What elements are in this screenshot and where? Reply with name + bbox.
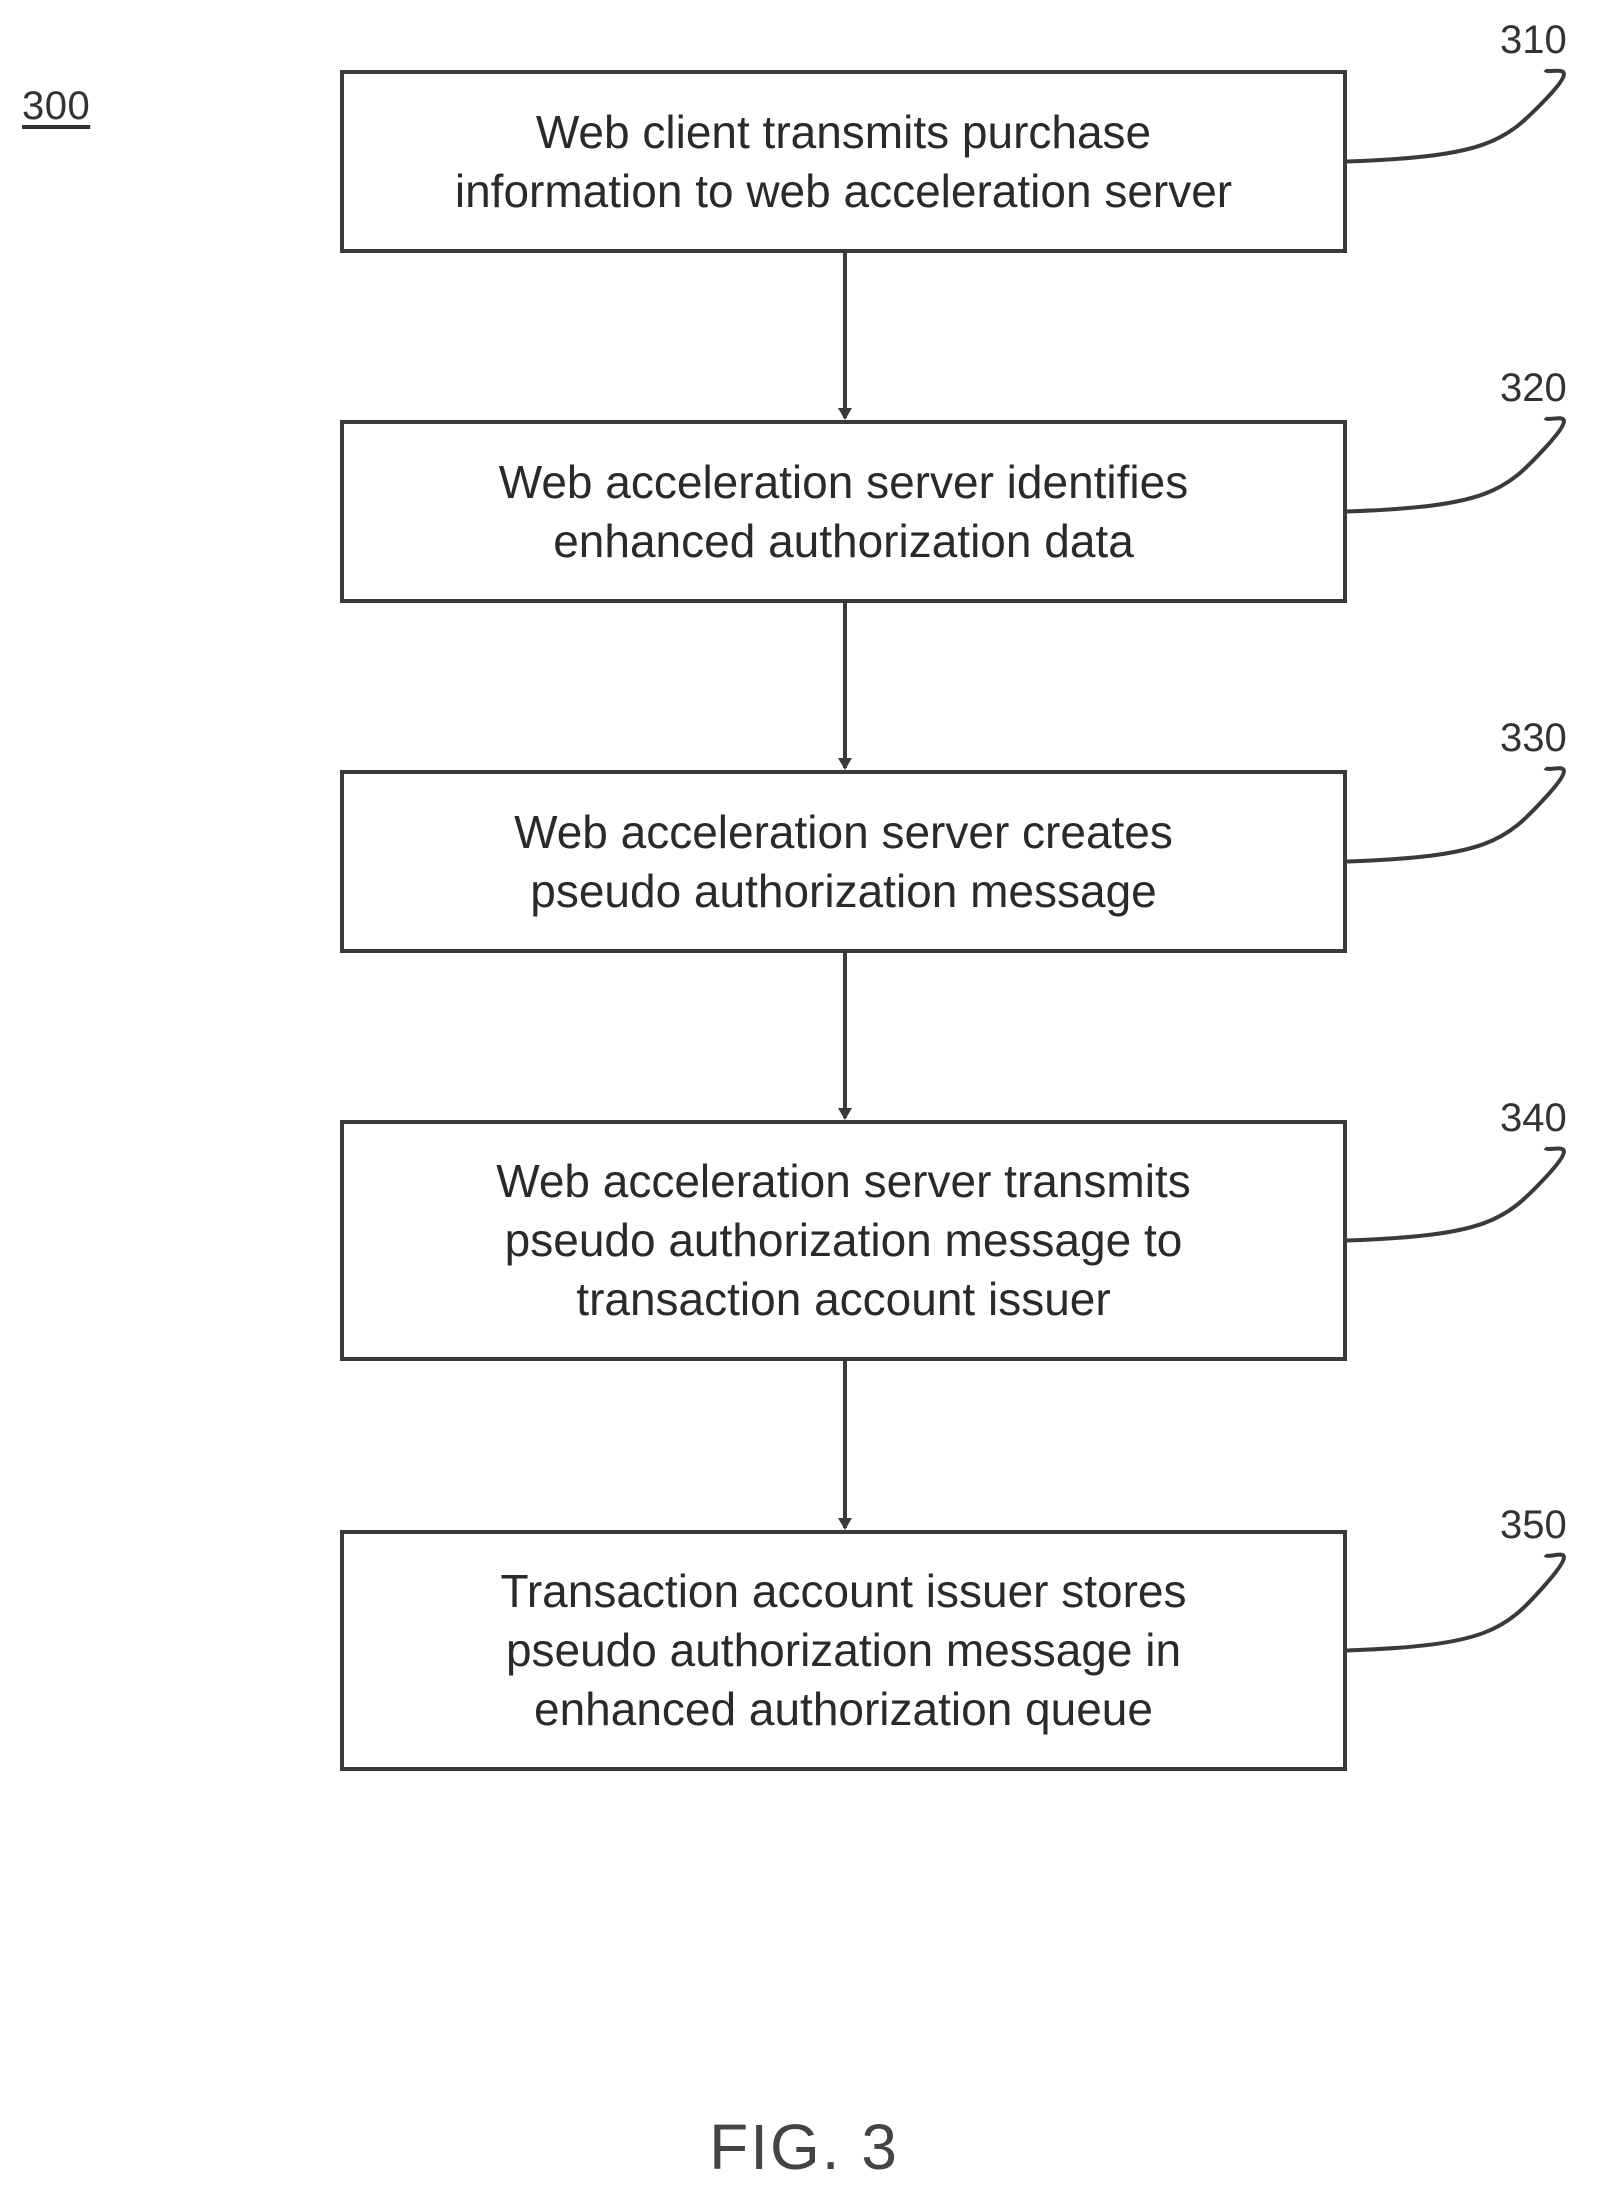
leader-line — [1347, 768, 1564, 862]
step-ref-330: 330 — [1500, 716, 1567, 761]
leader-line — [1347, 1555, 1564, 1651]
leader-line — [1347, 1148, 1564, 1241]
step-box-340: Web acceleration server transmits pseudo… — [340, 1120, 1347, 1361]
step-ref-320: 320 — [1500, 366, 1567, 411]
step-text: Web acceleration server creates pseudo a… — [364, 803, 1324, 921]
step-box-350: Transaction account issuer stores pseudo… — [340, 1530, 1347, 1771]
step-box-310: Web client transmits purchase informatio… — [340, 70, 1347, 253]
step-text: Web acceleration server identifies enhan… — [364, 453, 1324, 571]
step-text: Transaction account issuer stores pseudo… — [364, 1562, 1324, 1739]
leader-line — [1347, 418, 1564, 512]
step-box-330: Web acceleration server creates pseudo a… — [340, 770, 1347, 953]
leader-line — [1347, 70, 1564, 162]
step-ref-350: 350 — [1500, 1503, 1567, 1548]
step-text: Web client transmits purchase informatio… — [364, 103, 1324, 221]
step-ref-340: 340 — [1500, 1096, 1567, 1141]
step-box-320: Web acceleration server identifies enhan… — [340, 420, 1347, 603]
step-text: Web acceleration server transmits pseudo… — [364, 1152, 1324, 1329]
figure-caption: FIG. 3 — [0, 2110, 1608, 2184]
figure-number: 300 — [22, 84, 90, 129]
step-ref-310: 310 — [1500, 18, 1567, 63]
